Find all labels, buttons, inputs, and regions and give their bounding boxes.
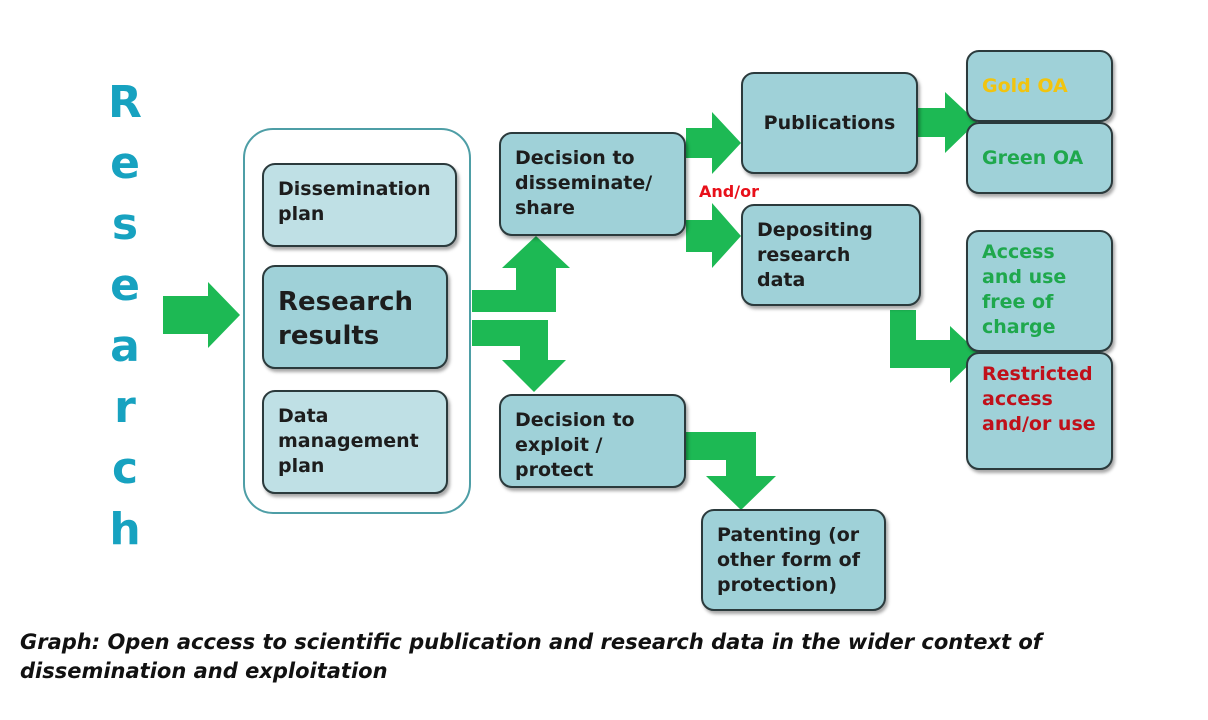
decision-disseminate-label: Decision to disseminate/ share [515,147,653,219]
arrow-exploit-to-patenting [686,432,776,510]
publications-label: Publications [763,111,896,134]
arrow-depositing-to-access [890,310,980,383]
gold-oa-box: Gold OA [966,50,1113,122]
patenting-box: Patenting (or other form of protection) [701,509,886,611]
arrow-to-publications [686,112,741,174]
research-letter: r [114,382,136,433]
research-results-label: Research results [278,287,414,351]
patenting-label: Patenting (or other form of protection) [717,524,860,596]
research-results-box: Research results [262,265,448,369]
arrow-results-to-exploit [472,320,566,392]
research-letter: a [110,321,140,372]
research-letter: R [108,77,142,128]
research-letter: s [111,199,139,250]
green-oa-box: Green OA [966,122,1113,194]
access-free-label: Access and use free of charge [982,241,1067,338]
dissemination-plan-label: Dissemination plan [278,178,431,225]
arrow-publications-to-oa [918,92,977,153]
research-letter: e [110,260,140,311]
decision-exploit-label: Decision to exploit / protect [515,409,635,481]
restricted-label: Restricted access and/or use [982,363,1096,435]
data-management-plan-label: Data management plan [278,405,419,477]
green-oa-label: Green OA [982,147,1084,169]
and-or-label: And/or [699,182,759,201]
arrow-to-depositing [686,203,741,268]
research-vertical-label: R e s e a r c h [103,72,147,560]
dissemination-plan-box: Dissemination plan [262,163,457,247]
figure-caption: Graph: Open access to scientific publica… [20,630,1042,683]
gold-oa-label: Gold OA [982,75,1068,97]
depositing-box: Depositing research data [741,204,921,306]
arrow-research-to-results [163,282,240,348]
access-free-box: Access and use free of charge [966,230,1113,352]
research-letter: c [111,443,139,494]
decision-disseminate-box: Decision to disseminate/ share [499,132,686,236]
decision-exploit-box: Decision to exploit / protect [499,394,686,488]
research-letter: h [109,504,141,555]
restricted-box: Restricted access and/or use [966,352,1113,470]
arrow-results-to-disseminate [472,236,570,312]
depositing-label: Depositing research data [757,219,873,291]
research-letter: e [110,138,140,189]
data-management-plan-box: Data management plan [262,390,448,494]
publications-box: Publications [741,72,918,174]
